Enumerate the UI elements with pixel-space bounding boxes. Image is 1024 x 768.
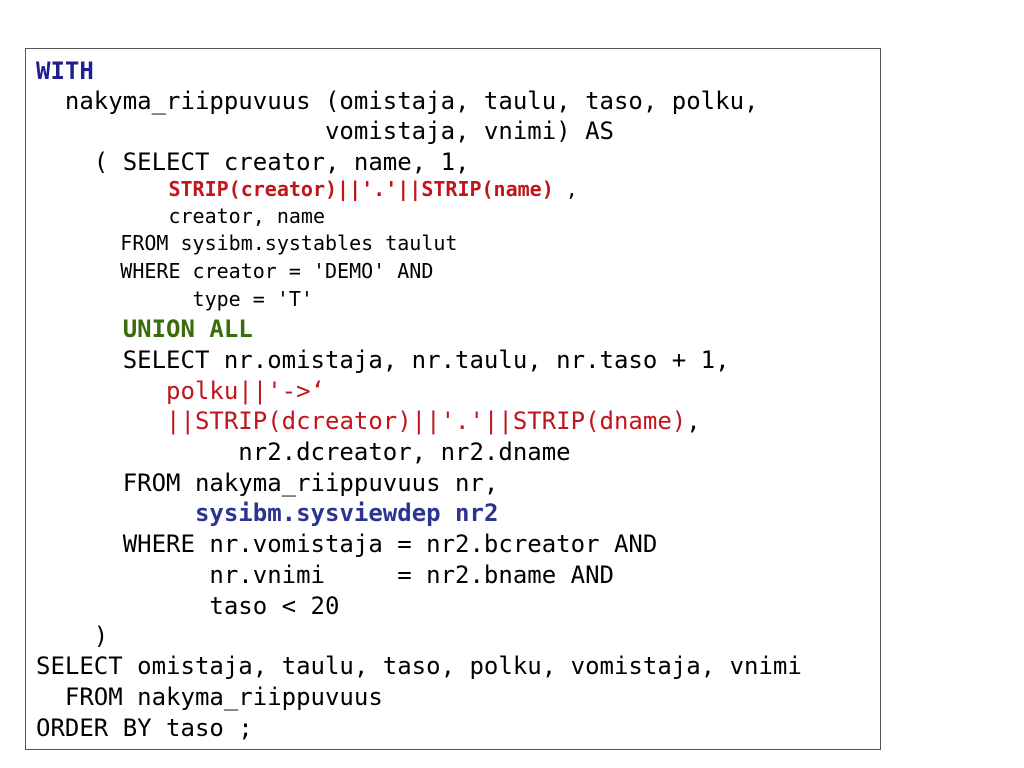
code-token: nr.vnimi = nr2.bname AND — [36, 561, 614, 589]
code-token: polku||'->‘ — [166, 377, 325, 405]
code-token: UNION ALL — [122, 315, 253, 343]
code-line: ( SELECT creator, name, 1, — [36, 148, 470, 176]
sql-code-block: WITH nakyma_riippuvuus (omistaja, taulu,… — [25, 48, 881, 750]
code-line: STRIP(creator)||'.'||STRIP(name) , — [36, 177, 578, 201]
code-line: vomistaja, vnimi) AS — [36, 119, 614, 143]
code-line: creator, name — [36, 206, 325, 226]
code-line: nr2.dcreator, nr2.dname — [36, 438, 571, 466]
code-token: FROM nakyma_riippuvuus — [36, 683, 383, 711]
code-token: SELECT omistaja, taulu, taso, polku, vom… — [36, 652, 802, 680]
code-token: ||STRIP(dcreator)||'.'||STRIP(dname) — [166, 407, 687, 435]
code-token — [36, 315, 123, 343]
code-token: , — [553, 177, 578, 201]
code-line: FROM sysibm.systables taulut — [36, 233, 457, 253]
code-token: nakyma_riippuvuus (omistaja, taulu, taso… — [36, 87, 759, 115]
code-token: sysibm.sysviewdep nr2 — [194, 499, 499, 527]
code-line: sysibm.sysviewdep nr2 — [36, 501, 498, 525]
code-line: WHERE creator = 'DEMO' AND — [36, 261, 433, 281]
code-token: ( SELECT creator, name, 1, — [36, 148, 470, 176]
code-line: SELECT omistaja, taulu, taso, polku, vom… — [36, 654, 802, 678]
code-line: nr.vnimi = nr2.bname AND — [36, 563, 614, 587]
code-token: ) — [36, 622, 109, 650]
code-line: polku||'->‘ — [36, 379, 325, 403]
code-token: SELECT nr.omistaja, nr.taulu, nr.taso + … — [36, 346, 730, 374]
code-line: type = 'T' — [36, 289, 313, 309]
code-token: nr2.dcreator, nr2.dname — [36, 438, 571, 466]
code-token: ORDER BY taso ; — [36, 714, 253, 742]
code-token: WHERE nr.vomistaja = nr2.bcreator AND — [36, 530, 658, 558]
code-token: STRIP(creator)||'.'||STRIP(name) — [168, 177, 554, 201]
code-token: , — [686, 407, 701, 435]
code-line: ||STRIP(dcreator)||'.'||STRIP(dname), — [36, 409, 701, 433]
code-line: nakyma_riippuvuus (omistaja, taulu, taso… — [36, 87, 759, 115]
code-token: FROM sysibm.systables taulut — [36, 231, 458, 255]
code-line: ORDER BY taso ; — [36, 716, 253, 740]
code-token — [36, 407, 166, 435]
code-token: creator, name — [36, 204, 325, 228]
code-line: FROM nakyma_riippuvuus — [36, 685, 383, 709]
code-line: taso < 20 — [36, 594, 339, 618]
code-token: type = 'T' — [36, 287, 313, 311]
code-token — [36, 177, 168, 201]
code-token — [36, 377, 166, 405]
code-line: FROM nakyma_riippuvuus nr, — [36, 469, 499, 497]
code-token: WITH — [36, 57, 94, 85]
code-token: taso < 20 — [36, 592, 340, 620]
code-line: WHERE nr.vomistaja = nr2.bcreator AND — [36, 530, 658, 558]
code-line: SELECT nr.omistaja, nr.taulu, nr.taso + … — [36, 348, 730, 372]
code-token: WHERE creator = 'DEMO' AND — [36, 259, 434, 283]
code-line: ) — [36, 624, 108, 648]
code-token — [36, 499, 195, 527]
code-token: FROM nakyma_riippuvuus nr, — [36, 469, 499, 497]
code-token: vomistaja, vnimi) AS — [36, 117, 614, 145]
code-line: WITH — [36, 59, 94, 83]
code-line: UNION ALL — [36, 317, 253, 341]
